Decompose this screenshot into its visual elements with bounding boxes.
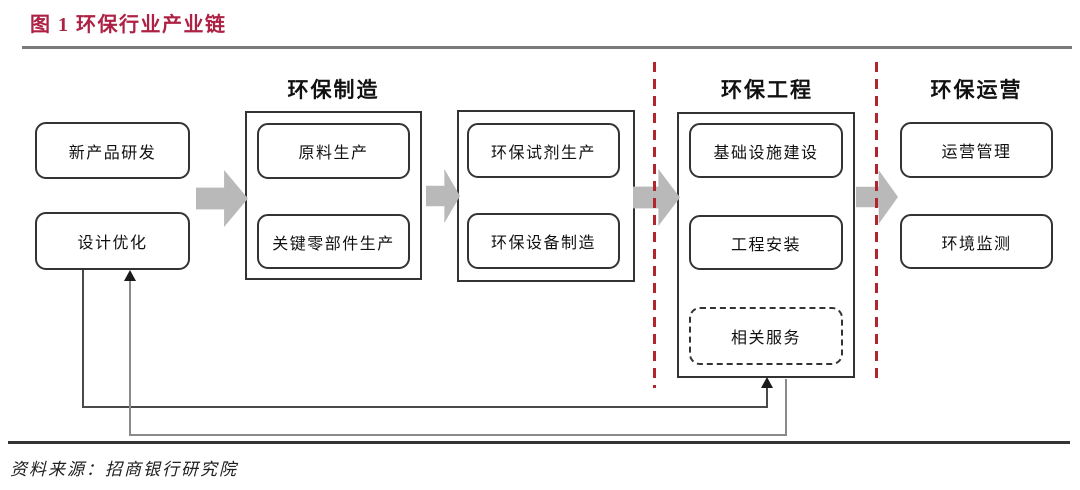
arrowhead-into-design-icon: [124, 270, 136, 281]
source-note: 资料来源：招商银行研究院: [10, 460, 238, 479]
section-header-manufacturing: 环保制造: [287, 78, 380, 102]
node-installation: 工程安装: [689, 215, 843, 270]
flow-arrow-2-icon: [426, 169, 460, 223]
node-environment-monitoring: 环境监测: [900, 214, 1053, 269]
figure-title: 图 1 环保行业产业链: [30, 14, 227, 36]
section-header-engineering: 环保工程: [721, 78, 813, 102]
node-equipment-manufacturing: 环保设备制造: [467, 213, 620, 269]
feedback-engineering-to-design-segment-down: [785, 379, 787, 436]
node-related-services: 相关服务: [689, 307, 843, 365]
feedback-design-to-engineering-segment-down: [82, 270, 84, 408]
feedback-engineering-to-design-segment-across: [129, 434, 787, 436]
node-infrastructure-label: 基础设施建设: [713, 144, 819, 162]
node-key-components: 关键零部件生产: [257, 214, 410, 269]
node-raw-material: 原料生产: [257, 123, 410, 179]
flow-arrow-1-icon: [196, 170, 248, 227]
arrowhead-into-engineering-icon: [761, 377, 773, 388]
section-header-operations: 环保运营: [930, 78, 1023, 102]
node-new-product-rd-label: 新产品研发: [68, 144, 157, 162]
feedback-engineering-to-design-segment-up: [129, 280, 131, 436]
section-divider-left: [653, 62, 656, 388]
node-equipment-manufacturing-label: 环保设备制造: [490, 235, 596, 252]
footer-divider: [8, 441, 1070, 444]
node-raw-material-label: 原料生产: [298, 145, 369, 162]
feedback-design-to-engineering-segment-up: [766, 387, 768, 408]
node-design-optimization-label: 设计优化: [77, 235, 148, 252]
node-related-services-label: 相关服务: [730, 330, 801, 347]
node-installation-label: 工程安装: [730, 236, 801, 254]
feedback-design-to-engineering-segment-across: [82, 406, 768, 408]
node-reagent-production-label: 环保试剂生产: [490, 144, 596, 162]
node-environment-monitoring-label: 环境监测: [941, 235, 1012, 253]
title-underline: [22, 46, 1072, 49]
node-new-product-rd: 新产品研发: [35, 122, 190, 179]
node-infrastructure: 基础设施建设: [689, 123, 843, 178]
node-design-optimization: 设计优化: [35, 212, 190, 270]
node-key-components-label: 关键零部件生产: [272, 235, 395, 253]
node-operation-management-label: 运营管理: [941, 144, 1012, 161]
node-reagent-production: 环保试剂生产: [467, 123, 620, 178]
flow-arrow-3-icon: [633, 169, 680, 226]
node-operation-management: 运营管理: [900, 122, 1053, 178]
section-divider-right: [875, 62, 878, 383]
